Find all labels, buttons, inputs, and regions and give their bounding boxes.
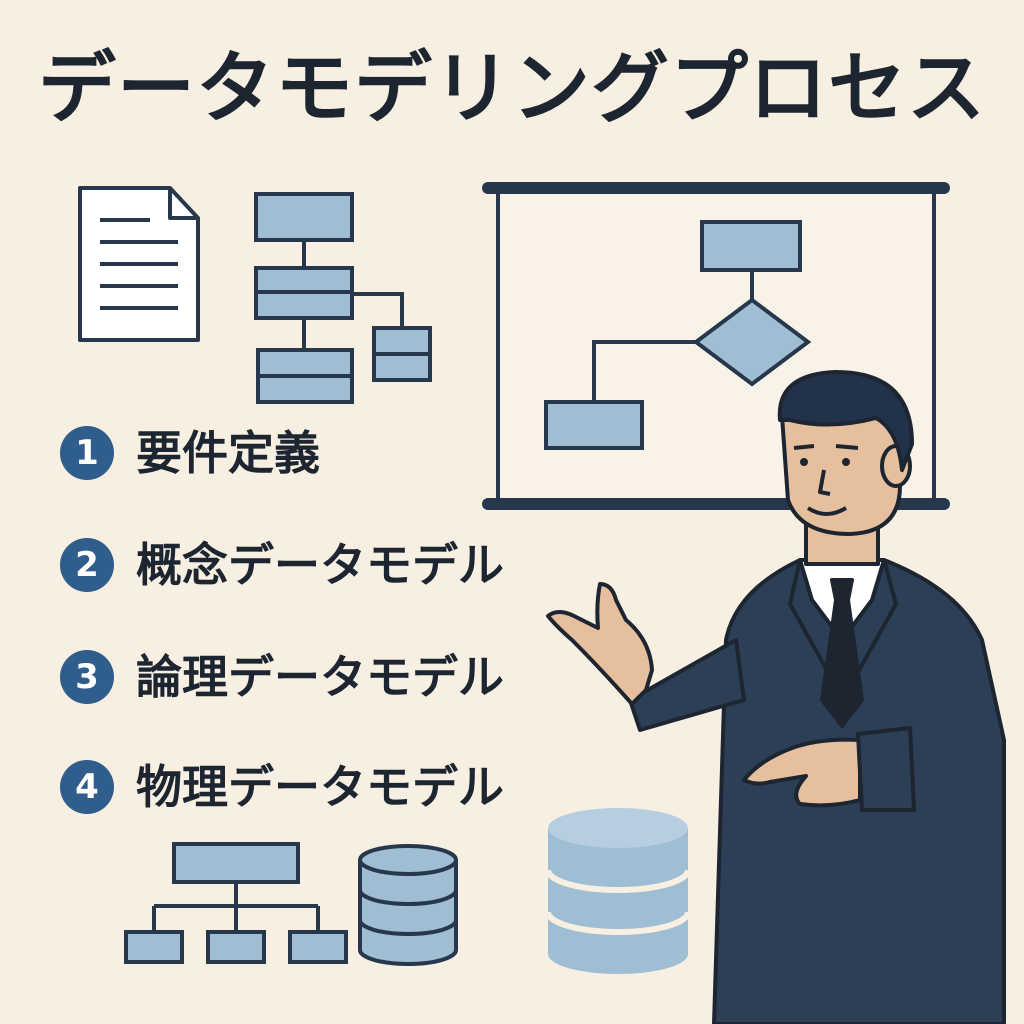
document-icon xyxy=(78,186,200,342)
large-database-icon xyxy=(545,808,691,974)
step-label: 論理データモデル xyxy=(136,650,504,704)
database-icon xyxy=(358,844,458,966)
page-title: データモデリングプロセス xyxy=(37,44,986,134)
step-physical-model: 4 物理データモデル xyxy=(60,760,504,814)
hierarchy-diagram-icon xyxy=(254,192,432,404)
step-number-badge: 3 xyxy=(60,650,114,704)
step-label: 物理データモデル xyxy=(136,760,504,814)
tree-diagram-icon xyxy=(124,842,348,964)
presenter-illustration xyxy=(546,370,1006,1024)
step-logical-model: 3 論理データモデル xyxy=(60,650,504,704)
step-number-badge: 4 xyxy=(60,760,114,814)
step-label: 要件定義 xyxy=(136,426,320,480)
step-requirements: 1 要件定義 xyxy=(60,426,320,480)
step-number-badge: 1 xyxy=(60,426,114,480)
step-number-badge: 2 xyxy=(60,538,114,592)
step-conceptual-model: 2 概念データモデル xyxy=(60,538,504,592)
flowchart-icon xyxy=(544,220,812,450)
step-label: 概念データモデル xyxy=(136,538,504,592)
